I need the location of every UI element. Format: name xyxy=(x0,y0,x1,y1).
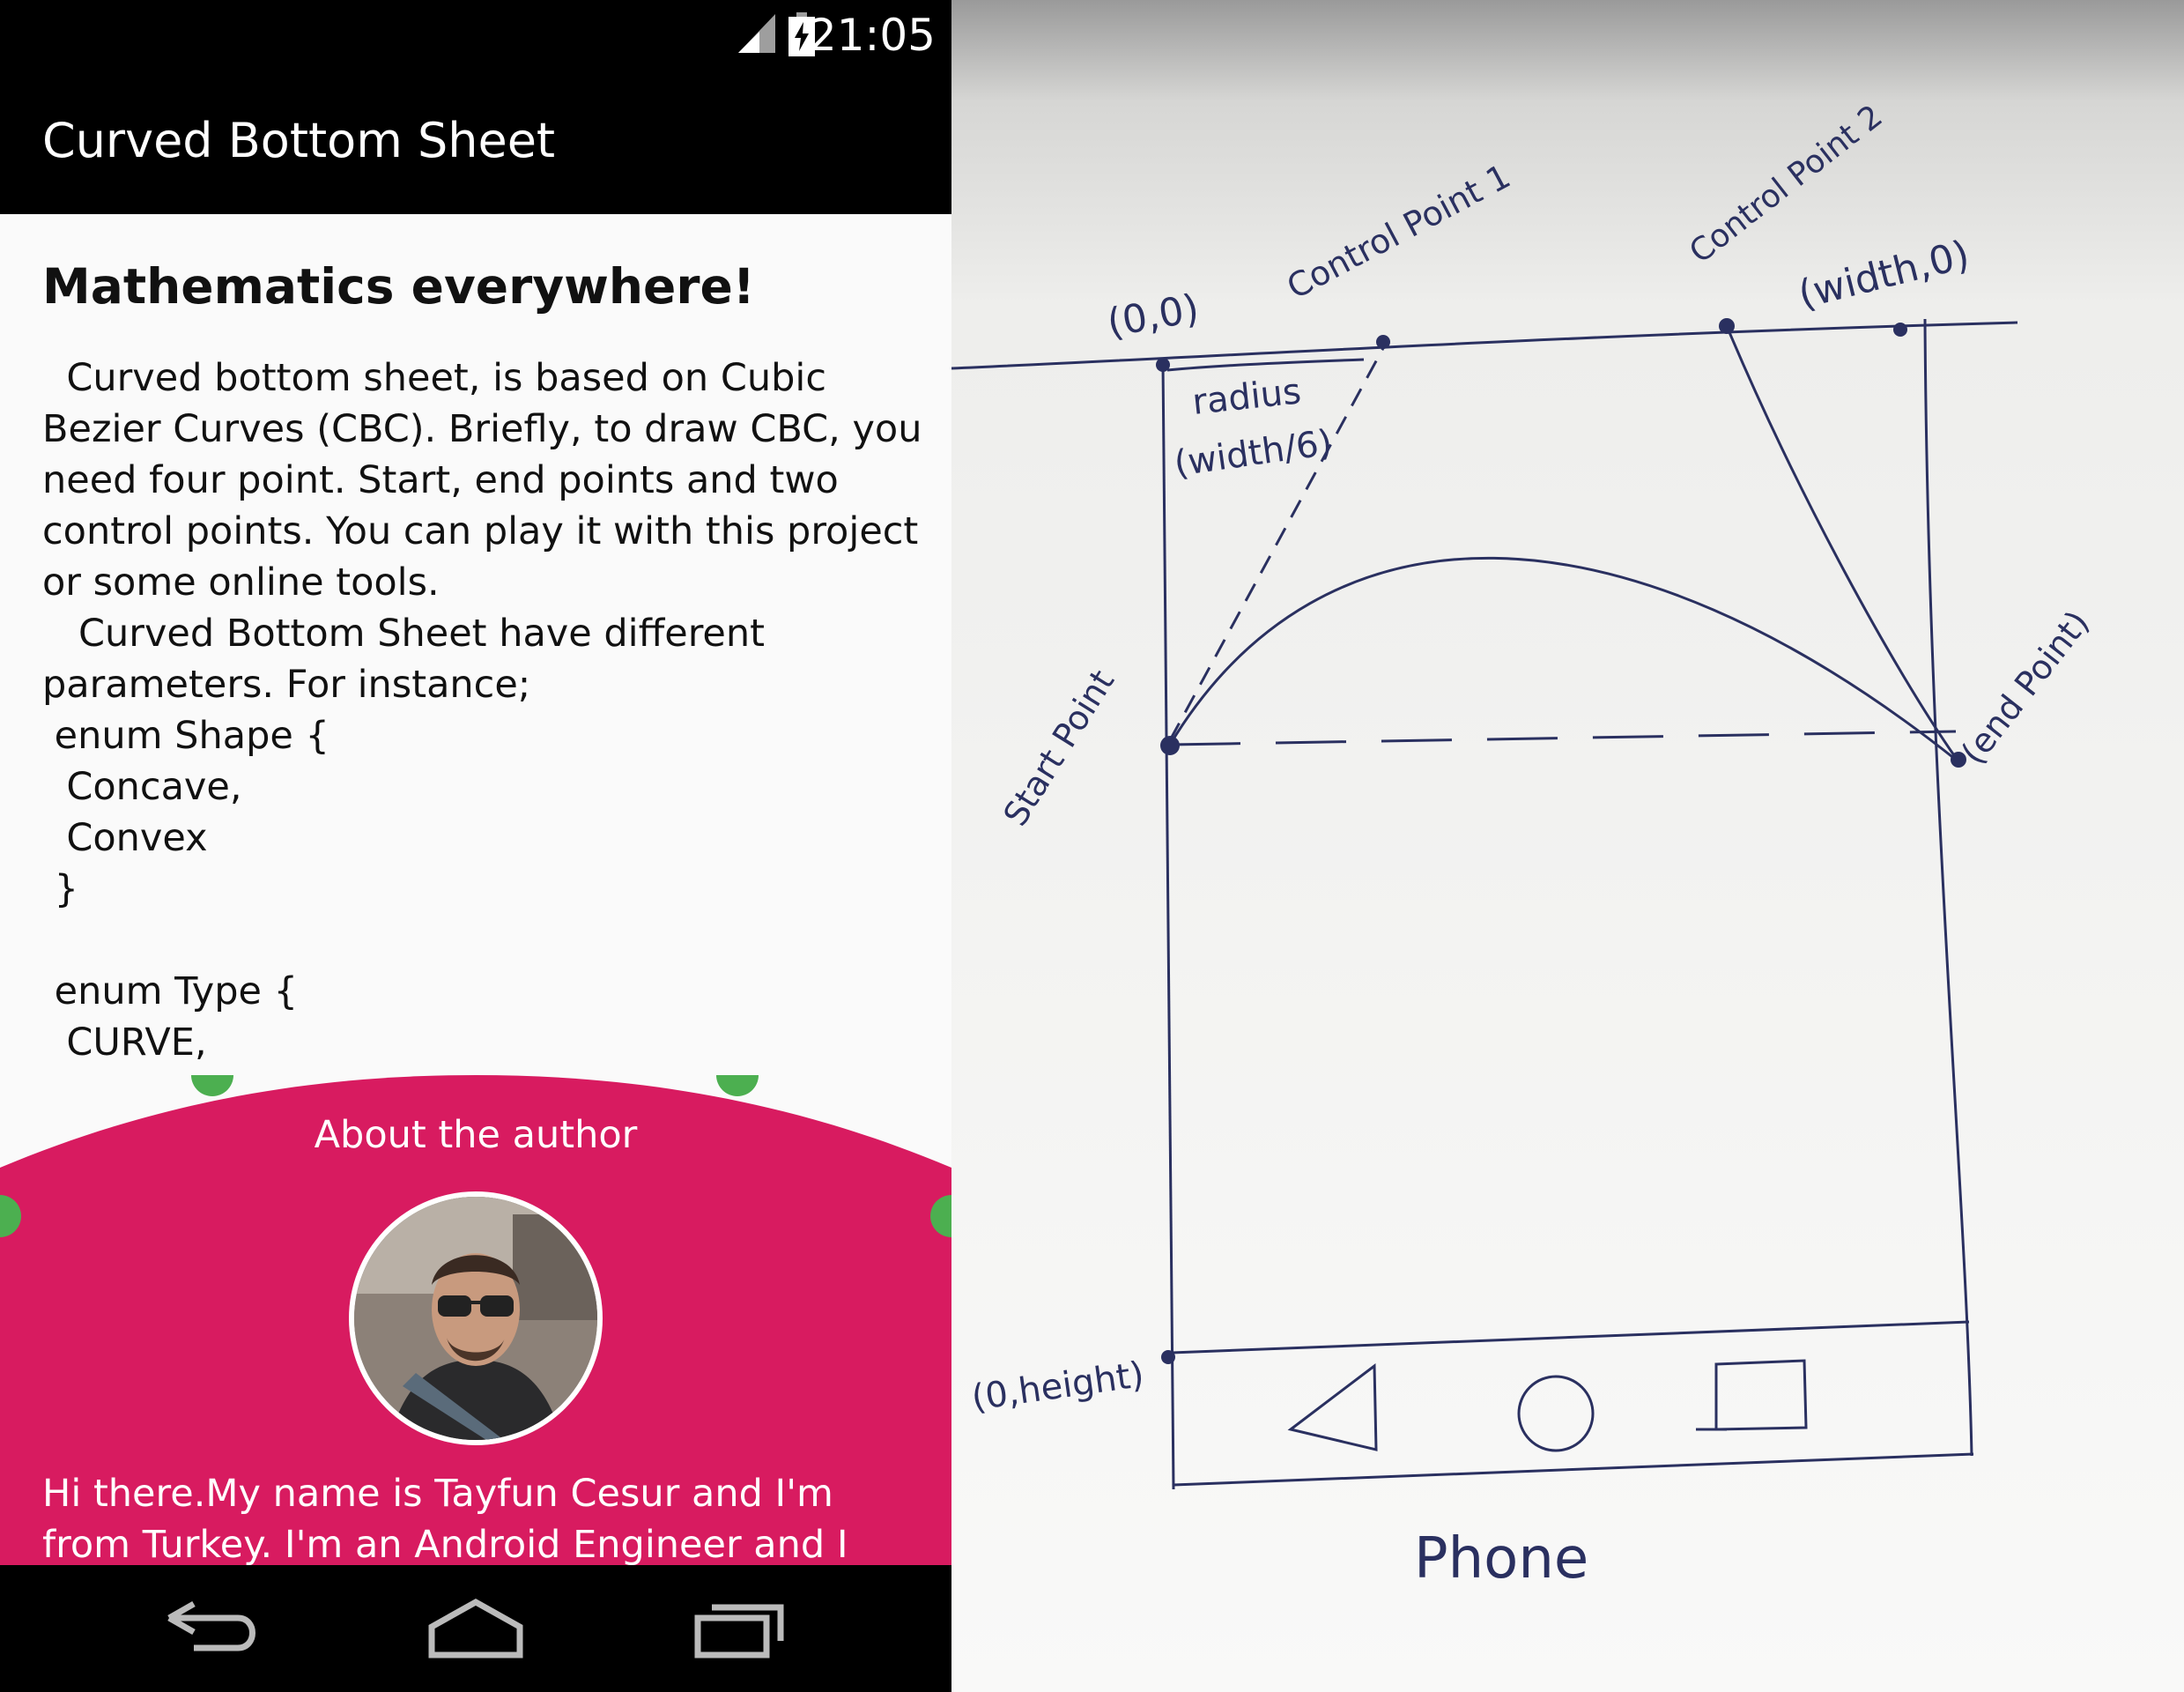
app-title: Curved Bottom Sheet xyxy=(42,113,556,168)
bottom-bezel-line xyxy=(1171,1320,1970,1354)
control-point-2 xyxy=(1719,318,1735,334)
control-point-right-marker xyxy=(716,1075,759,1096)
width-zero-point xyxy=(1893,323,1907,337)
sketch-home-icon xyxy=(1517,1375,1595,1452)
zero-height-point xyxy=(1161,1350,1175,1364)
paper-background xyxy=(951,0,2184,1692)
origin-point xyxy=(1156,358,1170,372)
label-phone: Phone xyxy=(1414,1526,1588,1592)
sketch-lines xyxy=(951,318,2018,1490)
app-bar: Curved Bottom Sheet xyxy=(0,70,951,214)
author-avatar[interactable] xyxy=(349,1191,603,1445)
phone-screen: 21:05 Curved Bottom Sheet Mathematics ev… xyxy=(0,0,951,1692)
control2-to-end-line xyxy=(1725,325,1958,759)
start-end-dashed xyxy=(1169,730,1957,746)
sheet-title: About the author xyxy=(314,1113,638,1157)
signal-icon xyxy=(738,14,775,53)
end-point xyxy=(1951,752,1966,768)
start-to-control1-dashed xyxy=(1168,347,1385,741)
content-heading: Mathematics everywhere! xyxy=(42,258,755,315)
right-phone-edge xyxy=(1923,318,1973,1457)
avatar-photo xyxy=(354,1197,597,1440)
home-icon[interactable] xyxy=(423,1592,529,1666)
sketch-photo: (0,0) Control Point 1 Control Point 2 (w… xyxy=(951,0,2184,1692)
radius-arc xyxy=(1166,358,1365,372)
sketch-points xyxy=(1156,318,1966,1364)
navigation-bar xyxy=(0,1565,951,1692)
content-body: Curved bottom sheet, is based on Cubic B… xyxy=(42,356,922,1065)
bottom-phone-edge xyxy=(1173,1452,1974,1487)
top-edge-line xyxy=(951,321,2018,370)
control-point-left-marker xyxy=(191,1075,233,1096)
end-point-marker xyxy=(930,1195,951,1237)
recent-apps-icon[interactable] xyxy=(687,1592,793,1666)
status-bar: 21:05 xyxy=(0,0,951,70)
control-point-1 xyxy=(1376,335,1390,349)
clock: 21:05 xyxy=(808,10,936,61)
bezier-curve xyxy=(1168,556,1957,761)
battery-charging-icon xyxy=(788,12,815,56)
main-content: Mathematics everywhere! Curved bottom sh… xyxy=(42,256,923,1068)
sketch-back-icon xyxy=(1287,1363,1378,1451)
sketch-recents-icon xyxy=(1696,1359,1808,1431)
back-icon[interactable] xyxy=(159,1592,264,1666)
start-point-marker xyxy=(0,1195,21,1237)
start-point xyxy=(1160,736,1180,755)
author-bio: Hi there.My name is Tayfun Cesur and I'm… xyxy=(42,1472,848,1618)
